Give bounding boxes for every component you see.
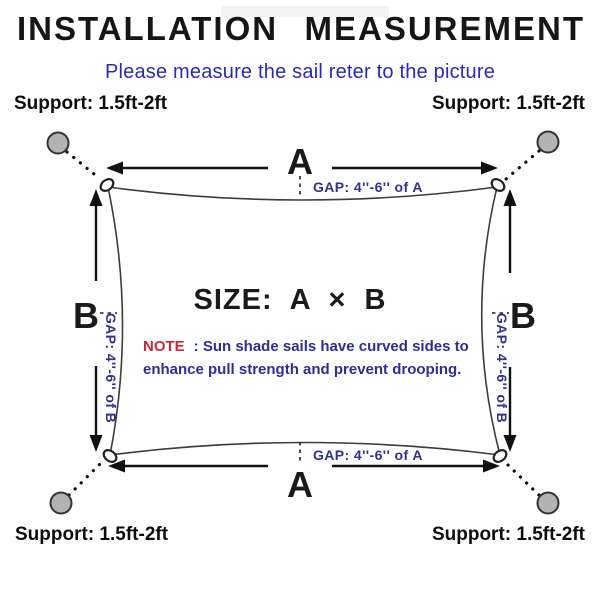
dimension-arrows	[89, 161, 517, 473]
sail-outline	[106, 186, 502, 456]
dim-arrowhead-right-top	[503, 189, 517, 206]
dim-arrowhead-bottom-left	[108, 459, 125, 473]
dim-arrowhead-right-bottom	[503, 435, 517, 452]
support-post-icon-bottom-right	[536, 491, 560, 515]
size-formula: SIZE: A × B	[193, 284, 387, 316]
dim-label-b-left: B	[73, 295, 99, 336]
support-post-icon-bottom-left	[49, 491, 73, 515]
dim-arrowhead-top-right	[481, 161, 498, 175]
title-row: INSTALLATION MEASUREMENT	[17, 12, 585, 46]
support-post-icon-top-left	[46, 131, 70, 155]
dim-arrowhead-left-top	[89, 189, 103, 206]
dim-label-a-top: A	[287, 141, 313, 182]
dim-arrowhead-left-bottom	[89, 435, 103, 452]
note-block: NOTE : Sun shade sails have curved sides …	[143, 335, 469, 381]
title-installation: INSTALLATION	[17, 10, 279, 47]
note-text-2: enhance pull strength and prevent droopi…	[143, 361, 462, 378]
corner-ring-icon-top-left	[99, 178, 115, 192]
watermark-smudge	[221, 6, 389, 17]
support-label-bottom-right: Support: 1.5ft-2ft	[431, 524, 585, 545]
gap-label-top: GAP: 4''-6'' of A	[313, 179, 423, 195]
dim-arrowhead-bottom-right	[483, 459, 500, 473]
note-text-1: : Sun shade sails have curved sides to	[193, 338, 469, 355]
support-label-bottom-left: Support: 1.5ft-2ft	[15, 524, 169, 545]
corner-ring-icon-bottom-right	[492, 449, 508, 463]
support-post-icon-top-right	[536, 130, 560, 154]
title-measurement: MEASUREMENT	[304, 10, 585, 47]
gap-label-bottom: GAP: 4''-6'' of A	[313, 447, 423, 463]
support-post-icons	[46, 130, 560, 515]
dim-arrowhead-top-left	[106, 161, 123, 175]
corner-ring-icon-bottom-left	[102, 449, 118, 463]
dim-label-b-right: B	[510, 295, 536, 336]
subtitle: Please measure the sail reter to the pic…	[104, 61, 496, 83]
note-label: NOTE	[143, 338, 185, 355]
support-label-top-left: Support: 1.5ft-2ft	[14, 93, 168, 114]
corner-ring-icons	[99, 178, 508, 463]
tension-line-bottom-right	[505, 462, 541, 497]
dim-label-a-bottom: A	[287, 464, 313, 505]
corner-ring-icon-top-right	[490, 178, 506, 192]
gap-label-right: GAP: 4''-6'' of B	[494, 313, 510, 423]
gap-label-left: GAP: 4''-6'' of B	[103, 313, 119, 423]
tension-line-top-left	[65, 150, 101, 180]
note-line-1: NOTE : Sun shade sails have curved sides …	[143, 335, 469, 358]
tension-line-bottom-left	[67, 461, 103, 497]
tension-line-top-right	[504, 149, 541, 181]
tension-rope-lines	[65, 149, 541, 497]
support-label-top-right: Support: 1.5ft-2ft	[431, 93, 585, 114]
gap-dashed-markers	[100, 176, 509, 463]
